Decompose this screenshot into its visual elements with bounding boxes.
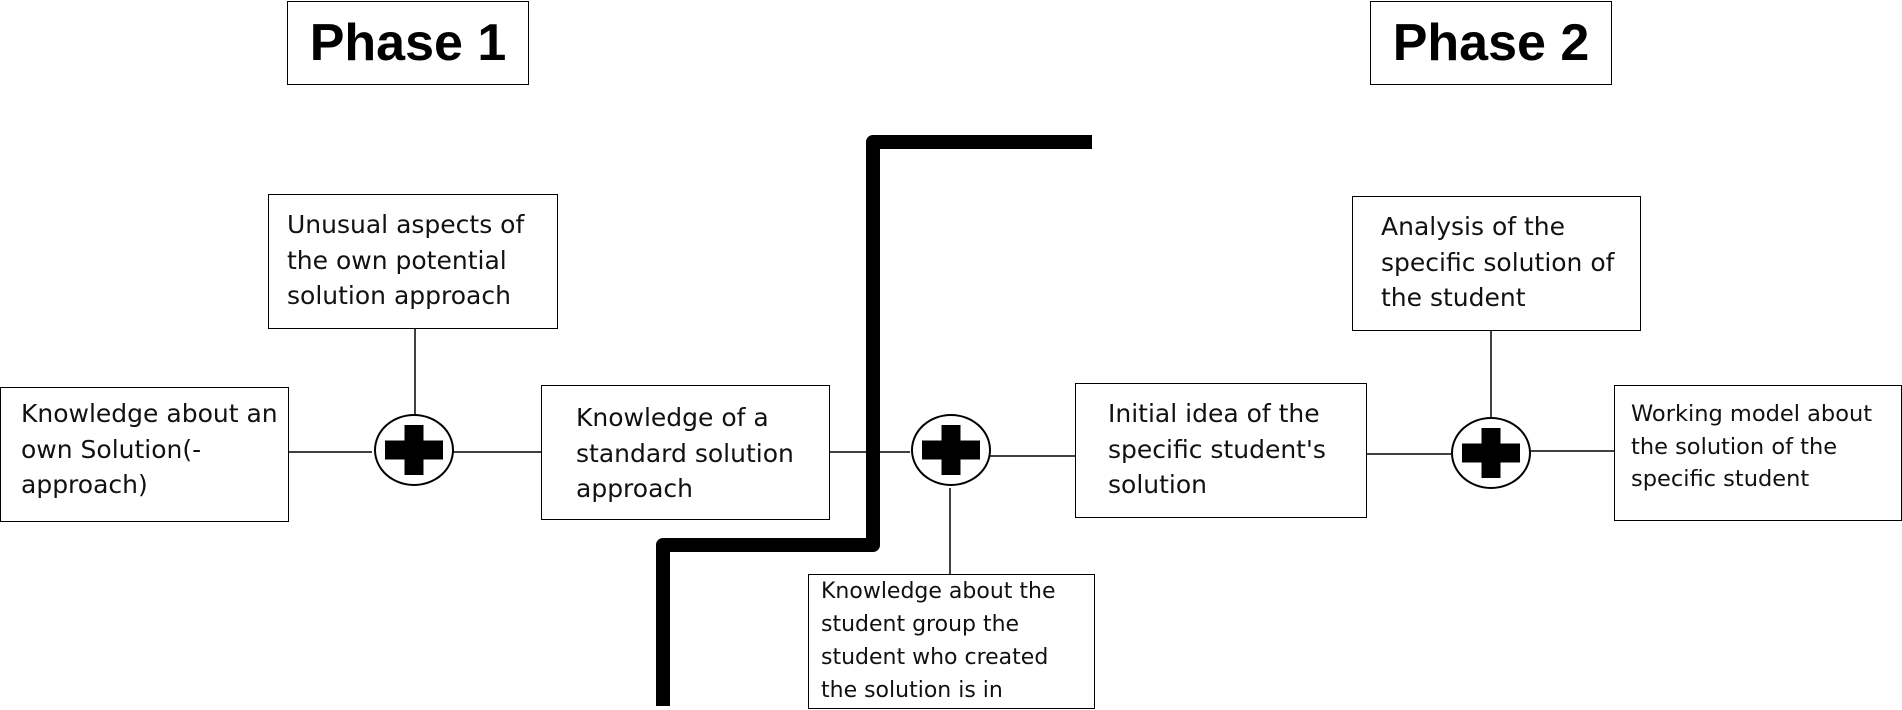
box-analysis-specific-solution-text: Analysis of the specific solution of the… [1381,212,1615,312]
plus-circle-icon [911,414,991,486]
box-knowledge-standard-solution: Knowledge of a standard solution approac… [541,385,830,520]
box-knowledge-standard-solution-text: Knowledge of a standard solution approac… [576,403,794,503]
plus-circle-icon [374,414,454,486]
phase-1-title: Phase 1 [287,1,529,85]
plus-circle-icon [1451,417,1531,489]
box-knowledge-own-solution-text: Knowledge about an own Solution(- approa… [21,399,278,499]
phase-2-title: Phase 2 [1370,1,1612,85]
phase-divider-line [656,135,1092,706]
box-analysis-specific-solution: Analysis of the specific solution of the… [1352,196,1641,331]
box-knowledge-student-group-text: Knowledge about the student group the st… [821,579,1056,703]
box-unusual-aspects-text: Unusual aspects of the own potential sol… [287,210,525,310]
box-initial-idea-text: Initial idea of the specific student's s… [1108,399,1326,499]
box-working-model-text: Working model about the solution of the … [1631,401,1873,493]
box-unusual-aspects: Unusual aspects of the own potential sol… [268,194,558,329]
box-initial-idea: Initial idea of the specific student's s… [1075,383,1367,518]
box-working-model: Working model about the solution of the … [1614,385,1902,521]
box-knowledge-student-group: Knowledge about the student group the st… [808,574,1095,709]
box-knowledge-own-solution: Knowledge about an own Solution(- approa… [0,387,289,522]
